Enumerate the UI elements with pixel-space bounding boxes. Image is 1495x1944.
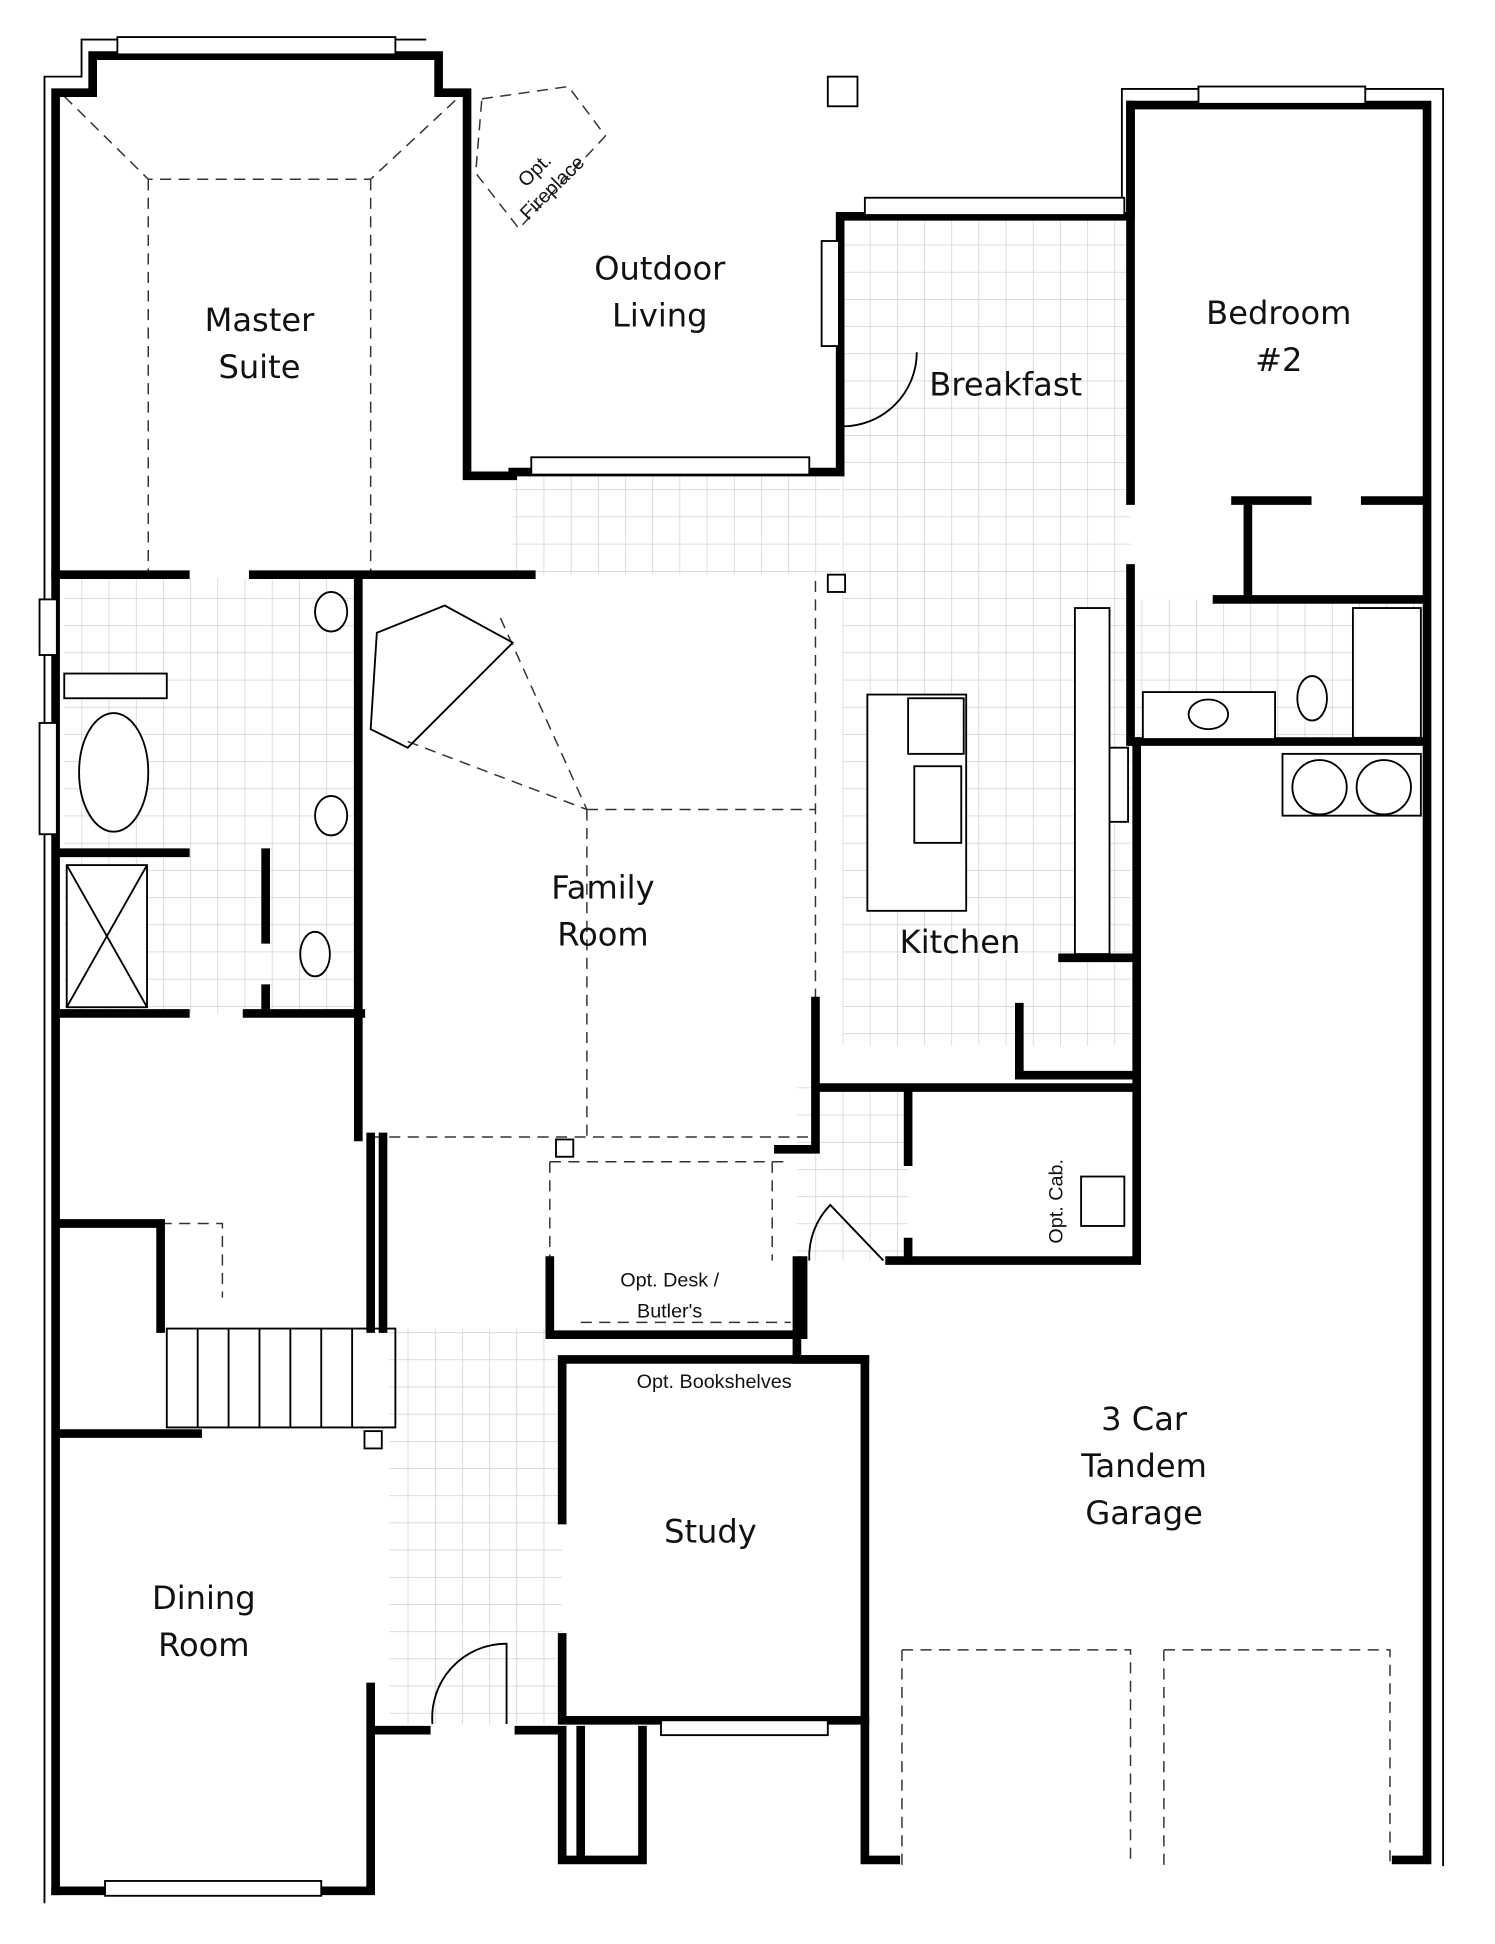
column — [826, 573, 847, 593]
washer-icon — [1291, 759, 1348, 816]
door-swing — [431, 1642, 508, 1725]
laundry-walls — [817, 737, 1142, 1265]
sink-icon — [314, 591, 349, 633]
label-opt-fireplace: Opt.Fireplace — [499, 134, 590, 225]
counter — [1073, 607, 1111, 956]
column — [826, 75, 859, 108]
sink-icon — [1080, 1175, 1126, 1227]
tile-floors — [64, 219, 1421, 1725]
label-opt-bookshelves: Opt. Bookshelves — [637, 1371, 792, 1393]
sink-icon — [1187, 698, 1230, 731]
stairs-icon — [165, 1327, 397, 1429]
label-study: Study — [664, 1512, 757, 1550]
sink-icon — [913, 765, 963, 844]
column — [363, 1430, 383, 1450]
door-swing — [841, 352, 918, 428]
stair-walls — [57, 1132, 388, 1438]
sink-icon — [314, 794, 349, 837]
fixtures — [63, 352, 1422, 1725]
bathtub-icon — [78, 712, 150, 833]
master-exterior-wall — [51, 51, 518, 1896]
toilet-icon — [1296, 675, 1328, 722]
bedroom2-walls — [1126, 100, 1426, 746]
label-breakfast: Breakfast — [929, 365, 1082, 403]
label-bedroom-2: Bedroom#2 — [1206, 294, 1351, 379]
windows — [38, 36, 1367, 1897]
dryer-icon — [1355, 759, 1412, 816]
bathtub-icon — [1351, 607, 1422, 739]
column — [555, 1138, 575, 1158]
ceiling-dashed-lines — [63, 85, 1391, 1867]
label-kitchen: Kitchen — [900, 923, 1021, 961]
toilet-icon — [299, 930, 331, 978]
door-swing — [808, 1203, 885, 1262]
master-interior-walls — [51, 570, 518, 1142]
garage-wall — [792, 1256, 901, 1865]
cooktop-icon — [907, 697, 965, 755]
label-opt-desk: Opt. Desk /Butler's — [620, 1270, 719, 1323]
family-room-walls — [514, 570, 820, 1340]
label-opt-cab: Opt. Cab. — [1046, 1159, 1068, 1244]
